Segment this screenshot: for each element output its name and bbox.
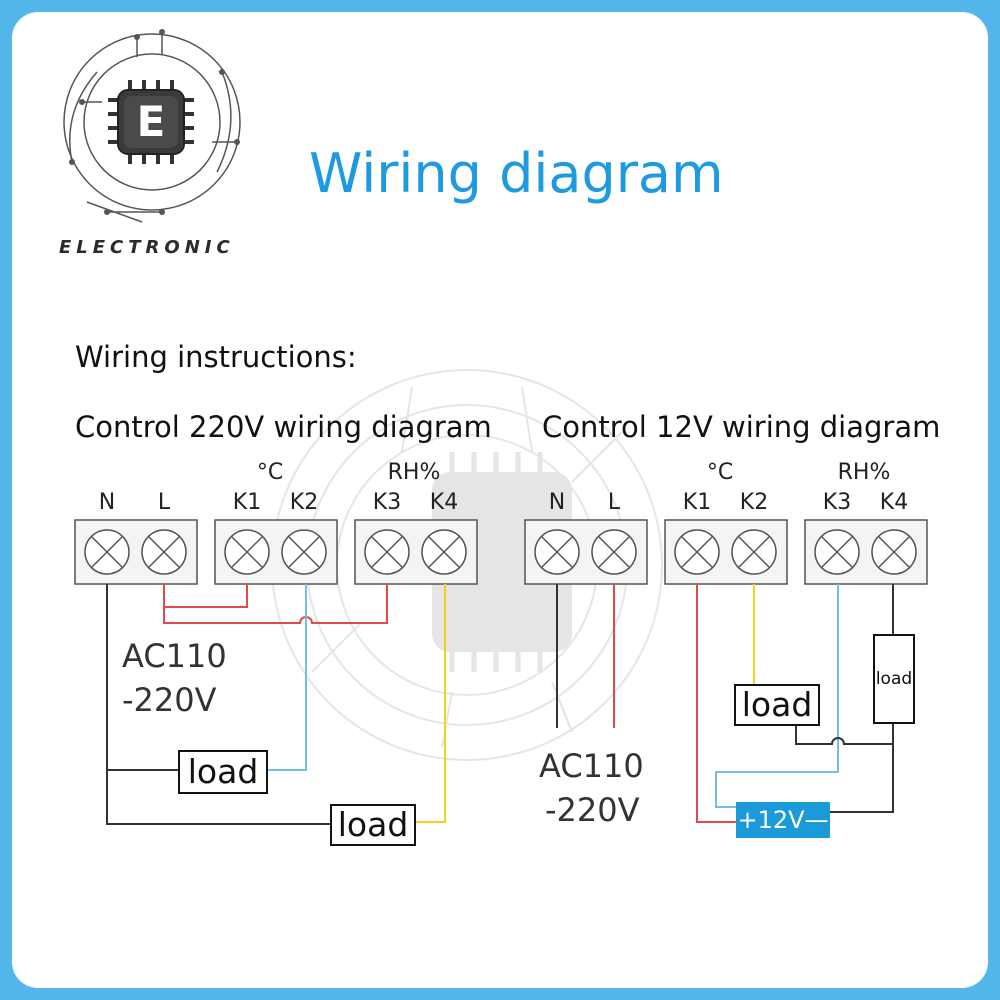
watermark-logo <box>271 369 663 761</box>
page-title: Wiring diagram <box>309 142 724 205</box>
diagram-card: Wiring diagram ELECTRONIC E Wiring instr… <box>12 12 988 988</box>
right-load-k4: load <box>873 634 915 724</box>
right-supply-voltage-line2: -220V <box>545 791 640 829</box>
left-wire-k4 <box>416 584 446 823</box>
right-wire-k3 <box>715 584 839 808</box>
brand-logo-letter: E <box>136 97 166 146</box>
right-group-humidity-label: RH% <box>837 460 891 485</box>
right-terminal-block-nl <box>524 519 648 585</box>
left-terminal-label-n: N <box>98 490 116 515</box>
right-wire-load2-return <box>830 724 894 813</box>
brand-logo <box>63 29 241 223</box>
left-wire-l-k1 <box>163 584 248 608</box>
left-load-k4: load <box>330 804 416 846</box>
right-wire-k1 <box>696 584 736 823</box>
left-load-k2: load <box>178 750 268 794</box>
left-group-humidity-label: RH% <box>387 460 441 485</box>
right-wire-load1-return <box>795 724 893 745</box>
left-terminal-label-k4: K4 <box>429 490 459 515</box>
right-terminal-block-k3k4 <box>804 519 928 585</box>
right-load-k2: load <box>734 684 820 726</box>
right-terminal-label-k1: K1 <box>682 490 712 515</box>
instructions-heading: Wiring instructions: <box>75 340 357 374</box>
left-terminal-label-l: L <box>157 490 171 515</box>
left-wire-k2 <box>268 584 307 771</box>
left-group-temp-label: °C <box>256 460 284 485</box>
left-terminal-block-k3k4 <box>354 519 478 585</box>
brand-wordmark: ELECTRONIC <box>59 237 235 258</box>
left-terminal-label-k2: K2 <box>289 490 319 515</box>
right-terminal-block-k1k2 <box>664 519 788 585</box>
left-terminal-block-k1k2 <box>214 519 338 585</box>
right-terminal-label-n: N <box>548 490 566 515</box>
left-wire-n <box>106 584 330 825</box>
right-terminal-label-l: L <box>607 490 621 515</box>
right-terminal-label-k3: K3 <box>822 490 852 515</box>
right-supply-voltage-line1: AC110 <box>539 747 644 785</box>
left-supply-voltage-line2: -220V <box>122 681 217 719</box>
right-battery-12v: +12V— <box>736 802 830 838</box>
left-supply-voltage-line1: AC110 <box>122 637 227 675</box>
left-terminal-label-k3: K3 <box>372 490 402 515</box>
left-terminal-block-nl <box>74 519 198 585</box>
right-diagram-title: Control 12V wiring diagram <box>542 410 941 444</box>
right-terminal-label-k2: K2 <box>739 490 769 515</box>
left-diagram-title: Control 220V wiring diagram <box>75 410 492 444</box>
left-terminal-label-k1: K1 <box>232 490 262 515</box>
right-group-temp-label: °C <box>706 460 734 485</box>
wiring-canvas <box>63 29 928 825</box>
right-terminal-label-k4: K4 <box>879 490 909 515</box>
